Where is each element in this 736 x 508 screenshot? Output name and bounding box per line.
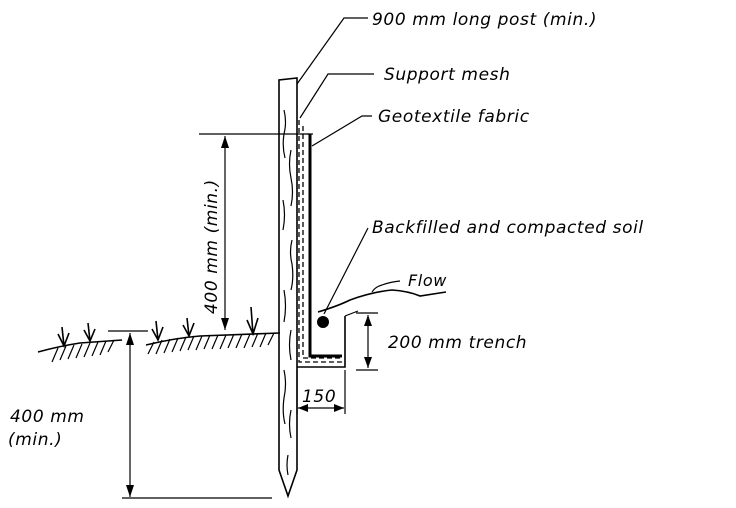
flow-label: Flow	[408, 271, 447, 290]
support-mesh	[298, 120, 342, 363]
depth-label-line1: 400 mm	[10, 407, 85, 427]
ground-right	[145, 332, 281, 355]
trench	[297, 310, 359, 368]
soil-surface	[317, 280, 447, 313]
backfill-marker	[317, 316, 329, 328]
dimension-depth	[108, 330, 272, 499]
post-label: 900 mm long post (min.)	[372, 10, 597, 30]
vegetation	[57, 306, 259, 348]
backfill-label: Backfilled and compacted soil	[372, 218, 644, 238]
trench-label: 200 mm trench	[388, 333, 527, 353]
dimension-trench	[356, 312, 378, 371]
dimension-height-above	[199, 133, 309, 330]
width-label: 150	[302, 387, 336, 407]
ground-left	[37, 339, 123, 363]
leader-lines	[296, 17, 374, 315]
geotextile-label: Geotextile fabric	[378, 107, 530, 127]
support-mesh-label: Support mesh	[384, 65, 510, 85]
depth-label-line2: (min.)	[8, 430, 62, 450]
height-above-label: 400 mm (min.)	[202, 179, 222, 314]
dimension-width	[296, 370, 346, 414]
wooden-post	[278, 77, 298, 499]
